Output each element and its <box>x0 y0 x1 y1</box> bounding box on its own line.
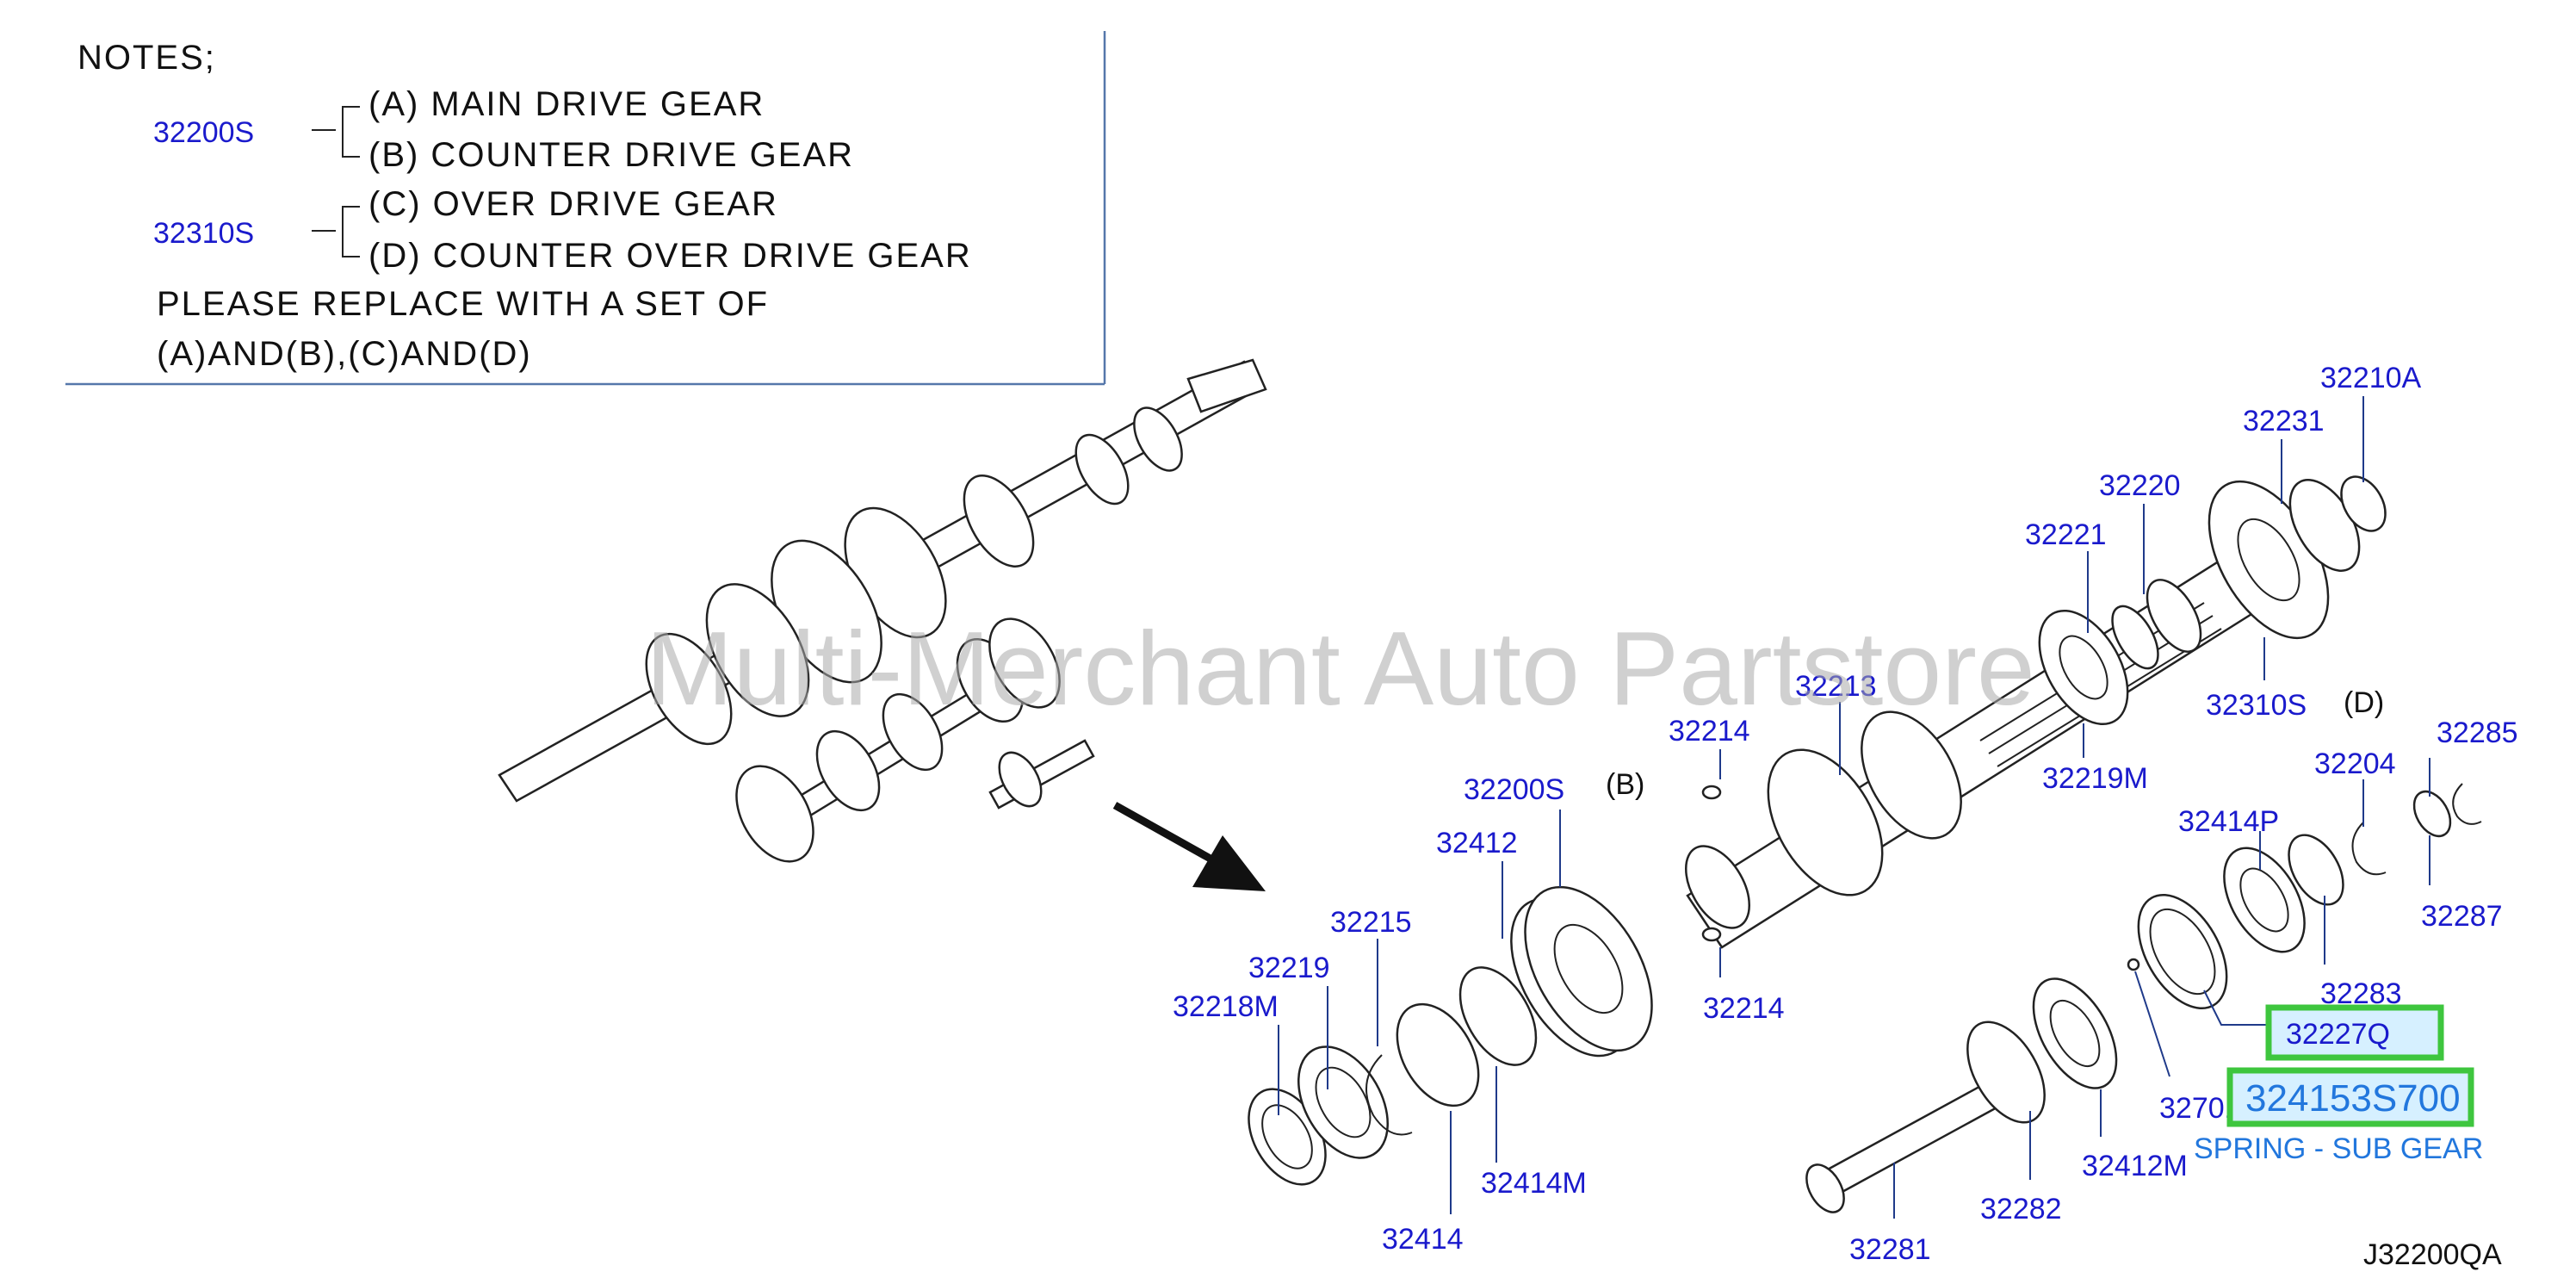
callout-32231[interactable]: 32231 <box>2243 405 2325 437</box>
nut-32210A <box>2340 475 2387 532</box>
gear-32414P <box>2223 847 2306 953</box>
note-item-b: (B) COUNTER DRIVE GEAR <box>368 136 854 174</box>
gear-32213 <box>1767 748 1884 896</box>
direction-arrow <box>1112 802 1266 891</box>
hub-32414 <box>1396 1002 1480 1107</box>
note-item-a: (A) MAIN DRIVE GEAR <box>368 85 765 123</box>
ring-32414M <box>1458 966 1538 1066</box>
callout-32287[interactable]: 32287 <box>2421 900 2503 933</box>
gear-32200S <box>1524 885 1653 1052</box>
callout-32227Q-box <box>2265 1004 2444 1061</box>
gear-32412M <box>2032 977 2118 1089</box>
callout-32412[interactable]: 32412 <box>1436 827 1518 859</box>
main-shaft-exploded <box>1684 475 2387 949</box>
callout-32414P[interactable]: 32414P <box>2178 805 2279 838</box>
clip-32285 <box>2452 783 2482 825</box>
highlight-part-number[interactable]: 324153S700 <box>2245 1077 2461 1120</box>
callout-32218M[interactable]: 32218M <box>1173 990 1279 1023</box>
note-item-c: (C) OVER DRIVE GEAR <box>368 185 778 223</box>
callout-32219M[interactable]: 32219M <box>2042 762 2148 795</box>
marker-b: (B) <box>1606 768 1644 801</box>
note-instruction-2: (A)AND(B),(C)AND(D) <box>157 335 532 373</box>
callout-32414[interactable]: 32414 <box>1382 1223 1464 1256</box>
callout-32204[interactable]: 32204 <box>2314 748 2396 780</box>
callout-32213[interactable]: 32213 <box>1795 670 1877 703</box>
snap-ring-32215 <box>1365 1054 1413 1136</box>
note-bracket-2 <box>312 206 360 257</box>
callout-32220[interactable]: 32220 <box>2099 469 2181 502</box>
pin-32214-bottom <box>1701 927 1722 942</box>
callout-32219[interactable]: 32219 <box>1248 952 1330 984</box>
highlight-part-group[interactable]: 324153S700 SPRING - SUB GEAR <box>2194 1067 2483 1165</box>
diagram-code: J32200QA <box>2363 1238 2502 1271</box>
washer-32287 <box>2412 790 2452 838</box>
callout-32227Q-group[interactable]: 32227Q <box>2265 1004 2444 1061</box>
callout-32214-top[interactable]: 32214 <box>1669 715 1750 748</box>
callout-32412M[interactable]: 32412M <box>2082 1150 2188 1182</box>
notes-heading: NOTES; <box>77 39 216 77</box>
callout-32221[interactable]: 32221 <box>2025 518 2107 551</box>
note-item-d: (D) COUNTER OVER DRIVE GEAR <box>368 237 972 275</box>
callout-32200S[interactable]: 32200S <box>1464 773 1564 806</box>
callout-32210A[interactable]: 32210A <box>2320 362 2422 394</box>
ball-32701B <box>2127 958 2140 971</box>
callout-32414M[interactable]: 32414M <box>1481 1167 1587 1200</box>
bearing-32283 <box>2288 834 2344 906</box>
note-code-32310S[interactable]: 32310S <box>153 217 254 250</box>
gear-32282 <box>1966 1021 2046 1124</box>
ring-32227Q <box>2137 893 2228 1010</box>
callout-32281[interactable]: 32281 <box>1849 1233 1931 1266</box>
watermark-text: Multi-Merchant Auto Partstore <box>646 610 2035 727</box>
callout-32310S[interactable]: 32310S <box>2206 689 2307 722</box>
pin-32214-top <box>1701 785 1722 800</box>
callout-32215[interactable]: 32215 <box>1330 906 1412 939</box>
note-bracket-1 <box>312 106 360 158</box>
snap-ring-32204 <box>2351 822 2387 876</box>
part-callouts: 32210A 32231 32220 32221 32213 32214 322… <box>1173 362 2518 1266</box>
note-code-32200S[interactable]: 32200S <box>153 116 254 149</box>
overview-assembly <box>498 358 1267 863</box>
bearing-32219 <box>1297 1045 1389 1159</box>
bearing-32219M <box>2038 609 2129 726</box>
highlight-part-box <box>2226 1067 2474 1127</box>
callout-32214-bottom[interactable]: 32214 <box>1703 992 1785 1025</box>
highlight-part-description: SPRING - SUB GEAR <box>2194 1132 2483 1165</box>
note-instruction-1: PLEASE REPLACE WITH A SET OF <box>157 285 769 323</box>
notes-panel: NOTES; 32200S (A) MAIN DRIVE GEAR (B) CO… <box>65 31 1106 386</box>
leader-lines <box>1278 396 2430 1219</box>
sub-gear-group <box>1805 783 2482 1213</box>
counter-shaft-group <box>1248 885 1653 1186</box>
callout-32227Q[interactable]: 32227Q <box>2286 1018 2390 1051</box>
callout-32282[interactable]: 32282 <box>1980 1193 2062 1225</box>
marker-d: (D) <box>2344 686 2384 719</box>
callout-32285[interactable]: 32285 <box>2437 717 2518 749</box>
